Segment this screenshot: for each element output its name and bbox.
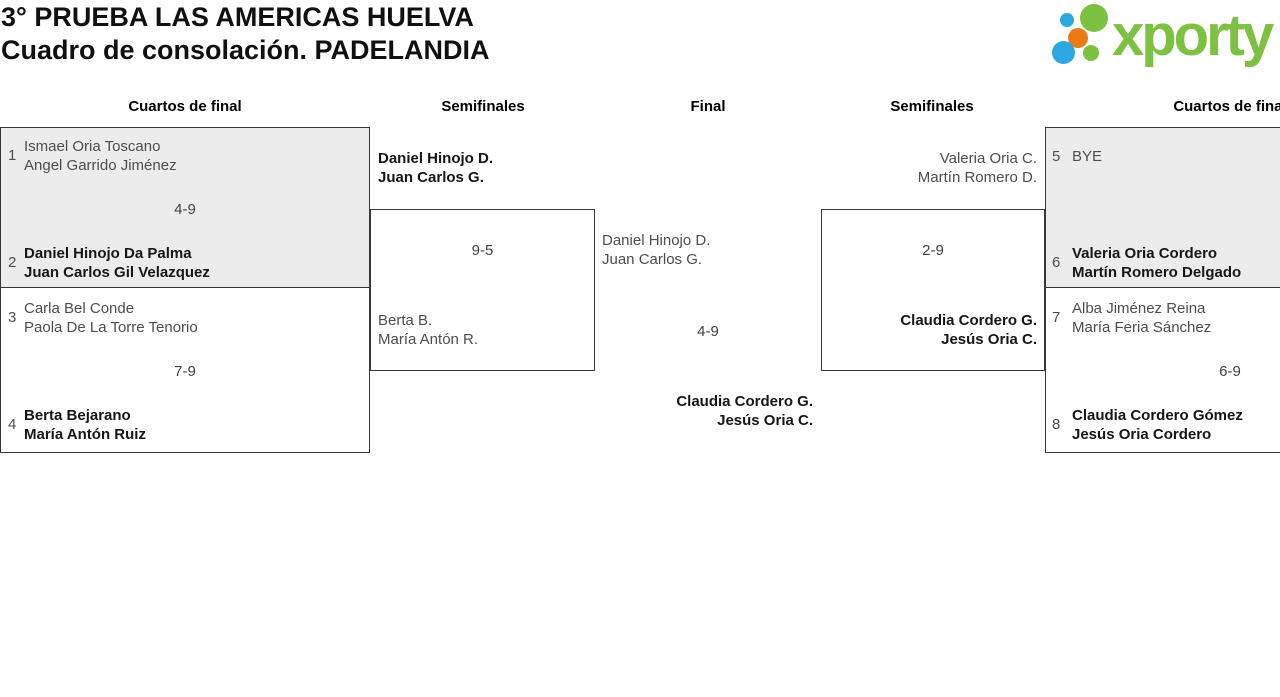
logo-dot-blue-large <box>1052 41 1075 64</box>
round-header-semifinales-right: Semifinales <box>890 98 974 115</box>
player-name: Ismael Oria Toscano <box>24 138 161 155</box>
seed-number: 2 <box>8 254 17 271</box>
team-sf1-b: Berta B. María Antón R. <box>378 311 478 349</box>
player-name: Alba Jiménez Reina <box>1072 300 1206 317</box>
match-score-qf1: 4-9 <box>174 201 196 218</box>
team-qf3-b: Valeria Oria Cordero Martín Romero Delga… <box>1072 244 1241 282</box>
team-qf1-b: Daniel Hinojo Da Palma Juan Carlos Gil V… <box>24 244 210 282</box>
team-qf4-a: Alba Jiménez Reina María Feria Sánchez <box>1072 299 1211 337</box>
team-qf2-a: Carla Bel Conde Paola De La Torre Tenori… <box>24 299 198 337</box>
seed-number: 4 <box>8 416 17 433</box>
seed-number: 3 <box>8 309 17 326</box>
logo-dot-blue-small <box>1060 13 1074 27</box>
seed-number: 8 <box>1052 416 1061 433</box>
team-sf2-b: Claudia Cordero G. Jesús Oria C. <box>900 311 1037 349</box>
player-name: Daniel Hinojo Da Palma <box>24 245 192 262</box>
player-name: María Antón R. <box>378 331 479 348</box>
player-name: Angel Garrido Jiménez <box>24 157 177 174</box>
player-name: Martín Romero D. <box>917 169 1037 186</box>
player-name: Carla Bel Conde <box>24 300 135 317</box>
match-score-sf1: 9-5 <box>471 242 494 259</box>
team-final-b: Claudia Cordero G. Jesús Oria C. <box>676 392 813 430</box>
round-header-final: Final <box>690 98 726 115</box>
xporty-logo[interactable]: xporty <box>1050 0 1280 80</box>
match-box-qf4 <box>1045 287 1280 453</box>
player-name: Claudia Cordero Gómez <box>1072 407 1243 424</box>
seed-number: 5 <box>1052 148 1061 165</box>
team-qf2-b: Berta Bejarano María Antón Ruiz <box>24 406 146 444</box>
logo-dot-green-small <box>1083 45 1099 61</box>
player-name: Daniel Hinojo D. <box>602 232 711 249</box>
seed-number: 6 <box>1052 254 1061 271</box>
match-score-qf2: 7-9 <box>174 363 196 380</box>
team-qf3-a: BYE <box>1072 147 1102 185</box>
logo-wordmark: xporty <box>1112 3 1274 68</box>
team-sf1-a: Daniel Hinojo D. Juan Carlos G. <box>378 149 493 187</box>
match-score-final: 4-9 <box>697 323 719 340</box>
round-header-cuartos-right: Cuartos de final <box>1173 98 1280 115</box>
match-score-sf2: 2-9 <box>922 242 944 259</box>
match-box-qf3 <box>1045 127 1280 288</box>
player-name: Juan Carlos G. <box>602 251 703 268</box>
player-name: Claudia Cordero G. <box>676 393 813 410</box>
round-header-semifinales-left: Semifinales <box>441 98 525 115</box>
player-name: BYE <box>1072 148 1103 165</box>
player-name: Juan Carlos G. <box>378 169 484 186</box>
match-score-qf4: 6-9 <box>1219 363 1241 380</box>
team-final-a: Daniel Hinojo D. Juan Carlos G. <box>602 231 710 269</box>
player-name: Paola De La Torre Tenorio <box>24 319 198 336</box>
player-name: Jesús Oria C. <box>717 412 813 429</box>
player-name <box>1072 166 1102 185</box>
match-box-qf1 <box>0 127 370 288</box>
team-sf2-a: Valeria Oria C. Martín Romero D. <box>918 149 1037 187</box>
team-qf4-b: Claudia Cordero Gómez Jesús Oria Cordero <box>1072 406 1243 444</box>
page-title: 3° PRUEBA LAS AMERICAS HUELVA Cuadro de … <box>1 1 490 67</box>
match-box-sf1 <box>370 209 595 371</box>
seed-number: 1 <box>8 147 17 164</box>
match-box-sf2 <box>821 209 1045 371</box>
round-header-cuartos-left: Cuartos de final <box>128 98 242 115</box>
player-name: María Antón Ruiz <box>24 426 146 443</box>
match-box-qf2 <box>0 287 370 453</box>
player-name: Berta B. <box>378 312 433 329</box>
player-name: Jesús Oria Cordero <box>1072 426 1212 443</box>
logo-dot-green-large <box>1080 4 1108 32</box>
player-name: Juan Carlos Gil Velazquez <box>24 264 210 281</box>
seed-number: 7 <box>1052 309 1061 326</box>
team-qf1-a: Ismael Oria Toscano Angel Garrido Jiméne… <box>24 137 177 175</box>
title-line-1: 3° PRUEBA LAS AMERICAS HUELVA <box>1 2 474 32</box>
player-name: Jesús Oria C. <box>941 331 1037 348</box>
player-name: Daniel Hinojo D. <box>378 150 494 167</box>
player-name: Valeria Oria Cordero <box>1072 245 1218 262</box>
title-line-2: Cuadro de consolación. PADELANDIA <box>1 35 490 65</box>
player-name: Berta Bejarano <box>24 407 131 424</box>
player-name: Valeria Oria C. <box>939 150 1037 167</box>
player-name: Martín Romero Delgado <box>1072 264 1242 281</box>
player-name: María Feria Sánchez <box>1072 319 1212 336</box>
player-name: Claudia Cordero G. <box>900 312 1037 329</box>
logo-dot-orange <box>1068 28 1088 48</box>
